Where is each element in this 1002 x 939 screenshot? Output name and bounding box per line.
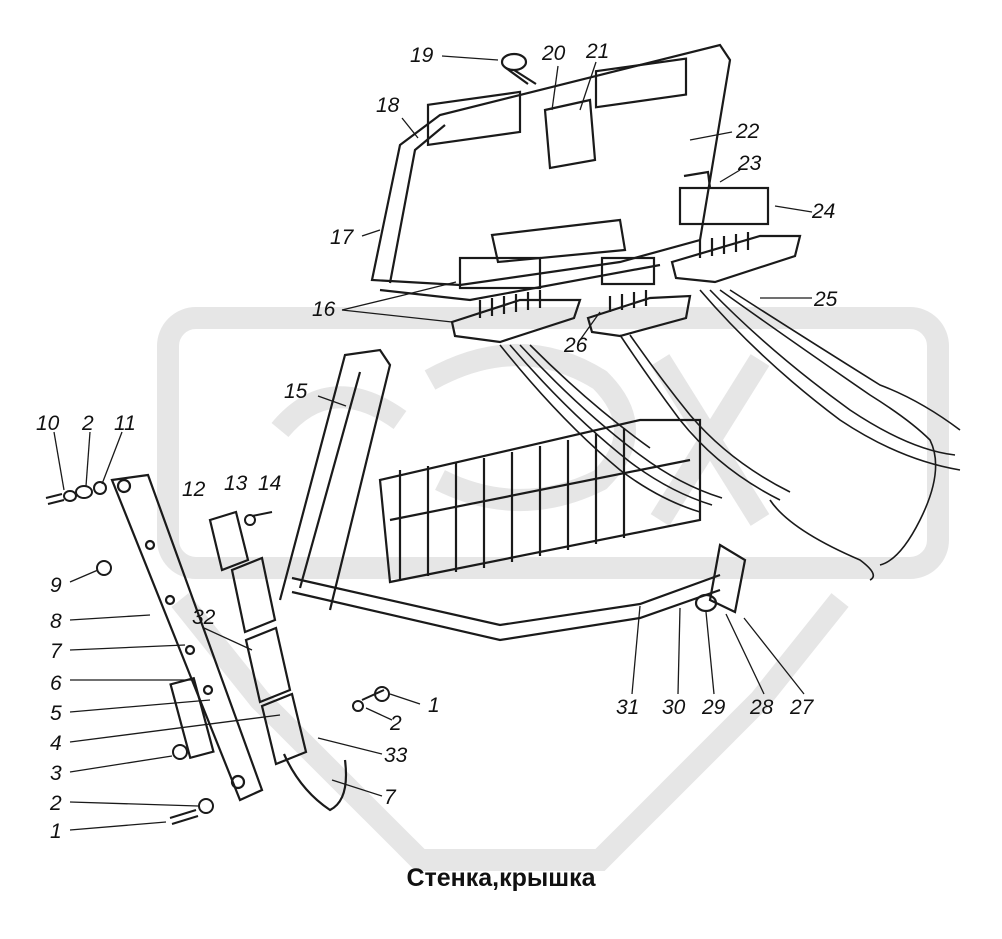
side-bracket xyxy=(110,473,264,802)
connector-icon xyxy=(450,232,802,344)
callout-label: 11 xyxy=(114,412,136,435)
callout-label: 8 xyxy=(50,610,62,633)
callout-label: 12 xyxy=(182,478,206,501)
callout-label: 9 xyxy=(50,574,62,597)
callout-label: 22 xyxy=(735,120,760,143)
callout-label: 2 xyxy=(389,712,402,735)
callout-label: 7 xyxy=(50,640,63,663)
callout-label: 15 xyxy=(284,380,308,403)
callout-label: 30 xyxy=(662,696,686,719)
relay-stack xyxy=(208,510,348,812)
callout-labels: 19 20 21 18 22 23 24 17 16 25 26 15 10 2… xyxy=(36,40,838,843)
bolt-icon xyxy=(500,52,537,85)
callout-label: 17 xyxy=(330,226,355,249)
callout-label: 31 xyxy=(616,696,639,719)
watermark-logo xyxy=(157,307,949,871)
callout-label: 27 xyxy=(789,696,815,719)
callout-label: 20 xyxy=(541,42,566,65)
callout-label: 24 xyxy=(811,200,835,223)
callout-label: 25 xyxy=(813,288,838,311)
callout-label: 21 xyxy=(585,40,609,63)
callout-label: 10 xyxy=(36,412,60,435)
diagram-caption: Стенка,крышка xyxy=(406,864,596,892)
callout-label: 13 xyxy=(224,472,248,495)
callout-label: 32 xyxy=(192,606,216,629)
callout-label: 18 xyxy=(376,94,400,117)
callout-label: 2 xyxy=(81,412,94,435)
callout-label: 2 xyxy=(49,792,62,815)
callout-label: 19 xyxy=(410,44,434,67)
callout-label: 5 xyxy=(50,702,62,725)
callout-label: 33 xyxy=(384,744,408,767)
callout-label: 3 xyxy=(50,762,62,785)
callout-label: 29 xyxy=(701,696,726,719)
callout-label: 4 xyxy=(50,732,62,755)
callout-label: 28 xyxy=(749,696,774,719)
partition-wall xyxy=(278,348,702,611)
mounting-rail xyxy=(291,543,747,642)
leader-lines xyxy=(53,55,813,831)
callout-label: 14 xyxy=(258,472,281,495)
callout-label: 1 xyxy=(428,694,440,717)
callout-label: 26 xyxy=(563,334,588,357)
fastener-icon xyxy=(45,481,390,825)
callout-label: 23 xyxy=(737,152,762,175)
cover-panel xyxy=(370,43,770,302)
callout-label: 16 xyxy=(312,298,336,321)
callout-label: 7 xyxy=(384,786,397,809)
callout-label: 1 xyxy=(50,820,62,843)
callout-label: 6 xyxy=(50,672,62,695)
